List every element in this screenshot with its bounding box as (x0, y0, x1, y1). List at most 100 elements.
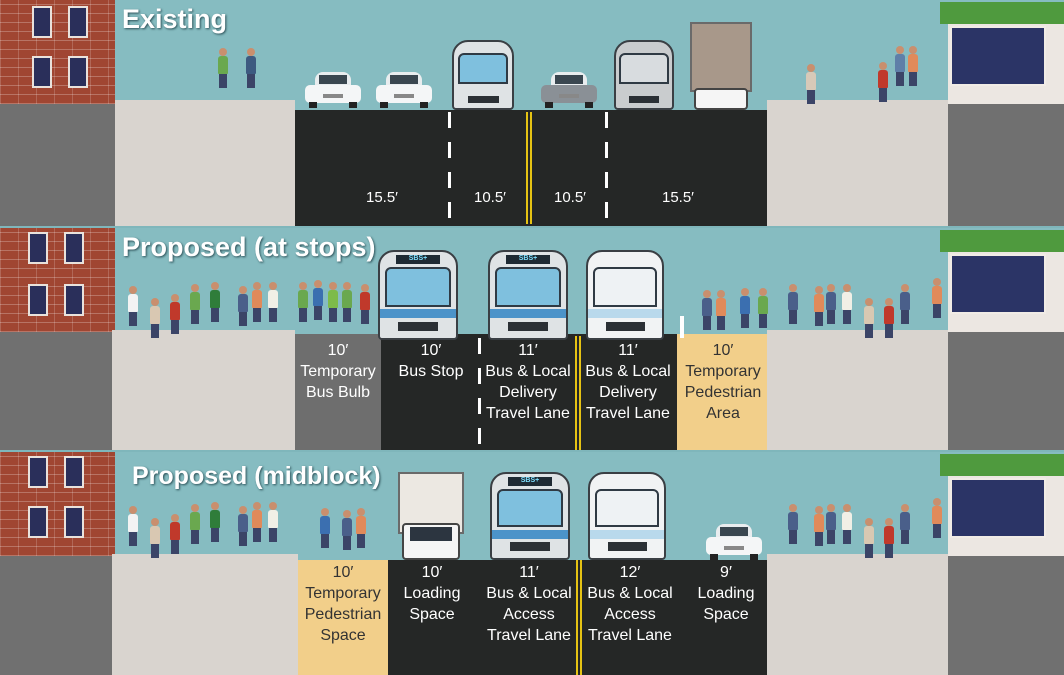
pedestrian (826, 504, 836, 544)
box-truck (690, 22, 752, 110)
pedestrian (238, 286, 248, 326)
pedestrian (908, 46, 918, 86)
awning (940, 454, 1064, 476)
panel-proposed-at-stops: Proposed (at stops) 10′ Temporary Bus Bu… (0, 228, 1064, 450)
storefront-right (948, 476, 1064, 556)
lane-width: 9′ (720, 564, 732, 581)
brick-building-left (0, 228, 115, 332)
lane-label-pedestrian-area: 10′ Temporary Pedestrian Area (677, 340, 769, 424)
pedestrian (740, 288, 750, 328)
pedestrian (864, 298, 874, 338)
lane-width: 10.5′ (473, 189, 506, 206)
sidewalk-left (115, 100, 295, 226)
pedestrian (884, 298, 894, 338)
window (28, 232, 48, 264)
pedestrian (210, 282, 220, 322)
temporary-pedestrian-area-zone (677, 334, 767, 450)
lane-line (605, 112, 608, 224)
lane-label-access-lane: 11′ Bus & Local Access Travel Lane (478, 562, 580, 646)
window (64, 232, 84, 264)
lane-width: 10′ (421, 564, 443, 581)
awning (940, 230, 1064, 252)
window (68, 6, 88, 38)
local-bus (588, 472, 666, 560)
brick-building-left (0, 452, 115, 556)
lane-width: 12′ (619, 564, 641, 581)
pedestrian (252, 502, 262, 542)
pedestrian (238, 506, 248, 546)
center-line (576, 560, 582, 675)
pedestrian (328, 282, 338, 322)
sbs-bus: SBS+ (488, 250, 568, 340)
roadway (381, 334, 677, 450)
pedestrian (356, 508, 366, 548)
pedestrian (190, 284, 200, 324)
pedestrian (150, 518, 160, 558)
pedestrian (218, 48, 228, 88)
lane-width: 10′ (327, 342, 349, 359)
lane-width: 10′ (712, 342, 734, 359)
lane-width: 10.5′ (553, 189, 586, 206)
center-line (575, 336, 581, 450)
pedestrian (864, 518, 874, 558)
lane-width: 10′ (332, 564, 354, 581)
pedestrian (788, 284, 798, 324)
sidewalk-left (112, 330, 295, 450)
pedestrian (170, 294, 180, 334)
building-base-right (948, 556, 1064, 675)
pedestrian (128, 506, 138, 546)
bus (452, 40, 514, 110)
lane-line (478, 338, 481, 450)
lane-label-access-lane: 12′ Bus & Local Access Travel Lane (580, 562, 680, 646)
pedestrian (360, 284, 370, 324)
pedestrian (128, 286, 138, 326)
building-base-right (948, 332, 1064, 450)
car (706, 524, 762, 560)
bollard (680, 316, 684, 338)
building-base-left (0, 104, 115, 226)
pedestrian (716, 290, 726, 330)
lane-width: 11′ (618, 342, 638, 359)
pedestrian (878, 62, 888, 102)
lane-label-travel-lane: 11′ Bus & Local Delivery Travel Lane (478, 340, 578, 424)
building-base-left (0, 556, 112, 675)
pedestrian (806, 64, 816, 104)
pedestrian (895, 46, 905, 86)
sidewalk-left (112, 554, 298, 675)
window (32, 56, 52, 88)
building-base-right (948, 104, 1064, 226)
pedestrian (268, 282, 278, 322)
pedestrian (702, 290, 712, 330)
panel-title: Existing (122, 4, 228, 34)
lane-label-travel-lane: 11′ Bus & Local Delivery Travel Lane (579, 340, 677, 424)
window (28, 456, 48, 488)
temporary-bus-bulb-zone (295, 334, 381, 450)
pedestrian (252, 282, 262, 322)
sidewalk-right (767, 330, 948, 450)
lane-label-loading-space: 9′ Loading Space (684, 562, 768, 625)
pedestrian (246, 48, 256, 88)
pedestrian (932, 278, 942, 318)
building-base-left (0, 332, 112, 450)
lane-width: 15.5′ (365, 189, 398, 206)
bus-route-sign: SBS+ (505, 255, 551, 265)
lane-width: 11′ (519, 564, 539, 581)
sbs-bus: SBS+ (378, 250, 458, 340)
window (64, 456, 84, 488)
pedestrian (190, 504, 200, 544)
pedestrian (900, 504, 910, 544)
window (64, 284, 84, 316)
sidewalk-right (767, 554, 948, 675)
pedestrian (342, 510, 352, 550)
pedestrian (900, 284, 910, 324)
storefront-window (950, 254, 1046, 314)
panel-title: Proposed (midblock) (132, 462, 381, 490)
bus-route-sign: SBS+ (395, 255, 441, 265)
pedestrian (298, 282, 308, 322)
car (376, 72, 432, 108)
pedestrian (342, 282, 352, 322)
bus-route-sign: SBS+ (507, 477, 553, 487)
pedestrian (170, 514, 180, 554)
center-line (526, 112, 532, 224)
lane-width: 15.5′ (661, 189, 694, 206)
